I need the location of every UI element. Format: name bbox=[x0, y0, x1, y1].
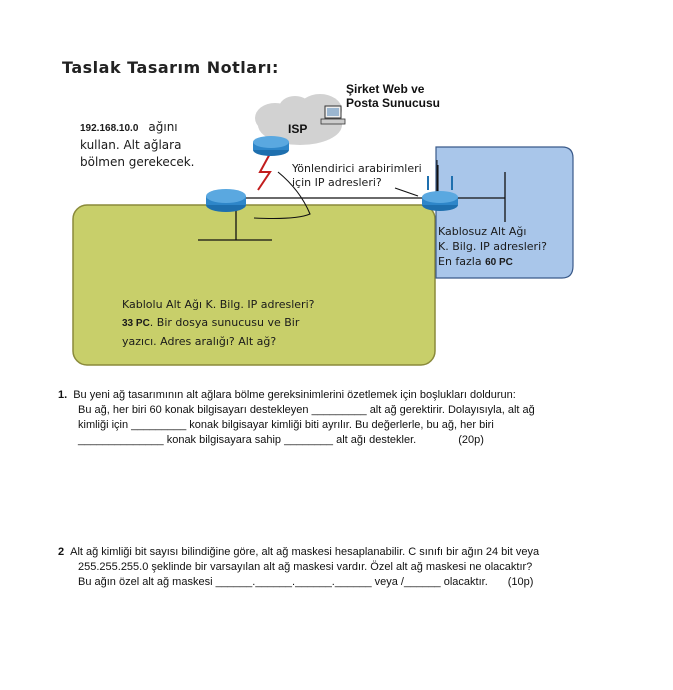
wired-subnet-zone bbox=[72, 204, 436, 366]
question-1-line1: Bu yeni ağ tasarımının alt ağlara bölme … bbox=[73, 389, 516, 401]
wireless-subnet-note: Kablosuz Alt Ağı K. Bilg. IP adresleri? … bbox=[438, 224, 547, 270]
server-computer-icon bbox=[320, 105, 346, 125]
wired-note-line1: Kablolu Alt Ağı K. Bilg. IP adresleri? bbox=[122, 298, 315, 311]
question-2: 2 Alt ağ kimliği bit sayısı bilindiğine g… bbox=[58, 545, 578, 590]
question-2-line1: Alt ağ kimliği bit sayısı bilindiğine gö… bbox=[70, 546, 540, 558]
main-router-icon bbox=[206, 189, 246, 212]
wireless-note-line2: K. Bilg. IP adresleri? bbox=[438, 240, 547, 253]
wireless-router-icon bbox=[422, 176, 458, 211]
wired-note-line2: . Bir dosya sunucusu ve Bir bbox=[149, 316, 300, 329]
question-1-line4: ______________ konak bilgisayara sahip _… bbox=[78, 434, 417, 446]
question-1-number: 1. bbox=[58, 389, 68, 401]
server-label: Şirket Web ve Posta Sunucusu bbox=[346, 82, 440, 110]
address-note: 192.168.10.0 ağını kullan. Alt ağlara böl… bbox=[80, 119, 195, 171]
isp-wan-link bbox=[257, 149, 273, 191]
question-1-points: (20p) bbox=[458, 434, 484, 446]
wireless-note-line1: Kablosuz Alt Ağı bbox=[438, 225, 527, 238]
wired-subnet-note: Kablolu Alt Ağı K. Bilg. IP adresleri? 3… bbox=[122, 296, 314, 351]
question-2-number: 2 bbox=[58, 546, 65, 558]
server-label-line2: Posta Sunucusu bbox=[346, 96, 441, 110]
isp-label: ISP bbox=[288, 122, 308, 136]
server-label-line1: Şirket Web ve bbox=[346, 82, 425, 96]
question-1-line2: Bu ağ, her biri 60 konak bilgisayarı des… bbox=[78, 404, 535, 416]
network-diagram bbox=[72, 94, 574, 366]
isp-router-icon bbox=[253, 136, 289, 156]
router-interface-note: Yönlendirici arabirimleri için IP adresl… bbox=[292, 162, 422, 190]
question-1: 1. Bu yeni ağ tasarımının alt ağlara bölm… bbox=[58, 388, 578, 448]
address-note-ip: 192.168.10.0 bbox=[80, 123, 139, 134]
address-note-line3: bölmen gerekecek. bbox=[80, 155, 195, 169]
router-note-line1: Yönlendirici arabirimleri bbox=[292, 162, 422, 175]
router-note-line2: için IP adresleri? bbox=[292, 176, 382, 189]
question-2-points: (10p) bbox=[507, 576, 534, 588]
wired-note-line3: yazıcı. Adres aralığı? Alt ağ? bbox=[122, 335, 277, 348]
wireless-note-prefix: En fazla bbox=[438, 255, 482, 268]
wired-note-count: 33 PC bbox=[122, 318, 150, 329]
page-title: Taslak Tasarım Notları: bbox=[62, 58, 279, 77]
wireless-note-count: 60 PC bbox=[485, 257, 513, 268]
question-2-line3: Bu ağın özel alt ağ maskesi ______._____… bbox=[78, 576, 488, 588]
question-1-line3: kimliği için _________ konak bilgisayar … bbox=[78, 419, 494, 431]
question-2-line2: 255.255.255.0 şeklinde bir varsayılan al… bbox=[78, 561, 533, 573]
address-note-line1: ağını bbox=[148, 120, 178, 134]
address-note-line2: kullan. Alt ağlara bbox=[80, 138, 182, 152]
